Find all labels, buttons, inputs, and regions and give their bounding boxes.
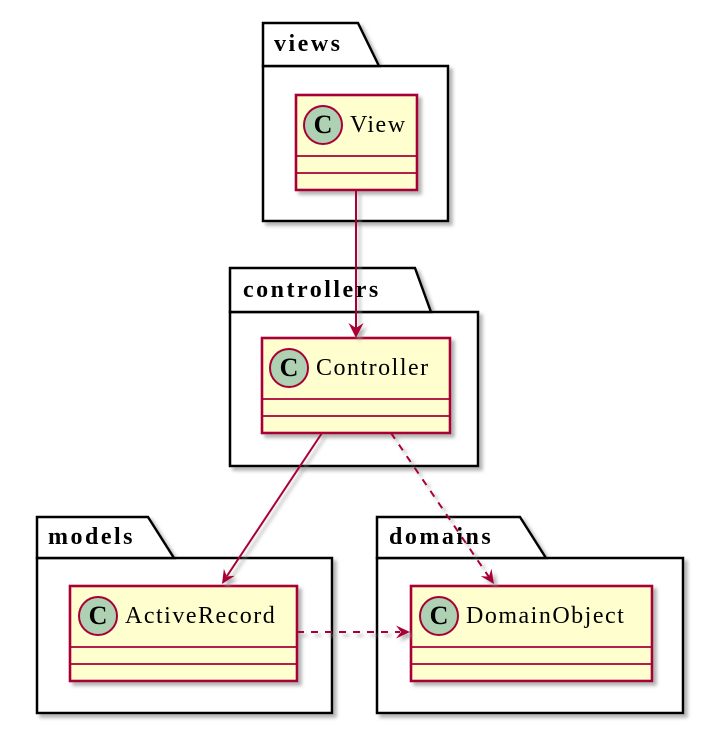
class-domain-object-box (409, 584, 654, 683)
arrow-view-to-controller (348, 190, 364, 338)
arrow-controller-to-active-record-head (222, 568, 235, 584)
class-view-name: View (350, 112, 407, 138)
class-view-box (294, 93, 419, 192)
arrow-controller-to-active-record (222, 432, 323, 584)
arrow-controller-to-domain-object-head (480, 568, 494, 584)
package-models-label: models (48, 524, 135, 550)
class-domain-object-name: DomainObject (466, 603, 626, 629)
arrow-active-record-to-domain-object-head (396, 625, 410, 639)
class-controller-stereotype: C (279, 353, 299, 382)
arrow-active-record-to-domain-object (297, 625, 410, 639)
class-active-record-stereotype-circle (78, 596, 118, 636)
class-active-record-stereotype: C (88, 601, 108, 630)
arrow-controller-to-domain-object-line (390, 432, 490, 578)
class-view-stereotype-circle (303, 105, 343, 145)
class-controller-stereotype-circle (269, 348, 309, 388)
package-models-tab (35, 515, 177, 560)
package-views-label: views (274, 31, 343, 57)
arrow-view-to-controller-head (348, 323, 364, 338)
class-domain-object-stereotype-circle (419, 596, 459, 636)
class-active-record-name: ActiveRecord (125, 603, 277, 629)
class-domain-object-stereotype: C (429, 601, 449, 630)
package-views-tab (261, 21, 382, 68)
package-controllers-label: controllers (243, 276, 381, 303)
class-controller-name: Controller (316, 355, 430, 381)
package-controllers-tab (228, 266, 433, 314)
arrow-controller-to-active-record-line (226, 432, 323, 577)
class-active-record-box (68, 584, 299, 683)
class-controller-box (260, 336, 452, 435)
package-domains-label: domains (389, 524, 494, 550)
arrow-controller-to-domain-object (390, 432, 494, 584)
class-view-stereotype: C (313, 110, 333, 139)
